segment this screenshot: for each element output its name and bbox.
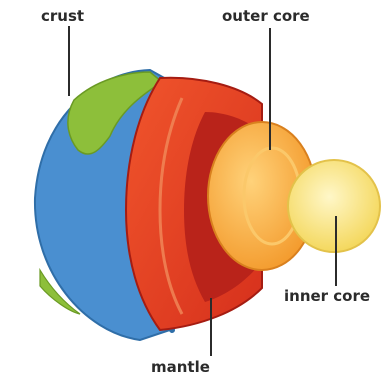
inner-core-label: inner core — [284, 289, 370, 304]
mantle-label: mantle — [151, 360, 210, 375]
inner-core-layer — [288, 160, 380, 252]
inner-core-sphere — [288, 160, 380, 252]
crust-label: crust — [41, 9, 84, 24]
outer-core-label: outer core — [222, 9, 310, 24]
